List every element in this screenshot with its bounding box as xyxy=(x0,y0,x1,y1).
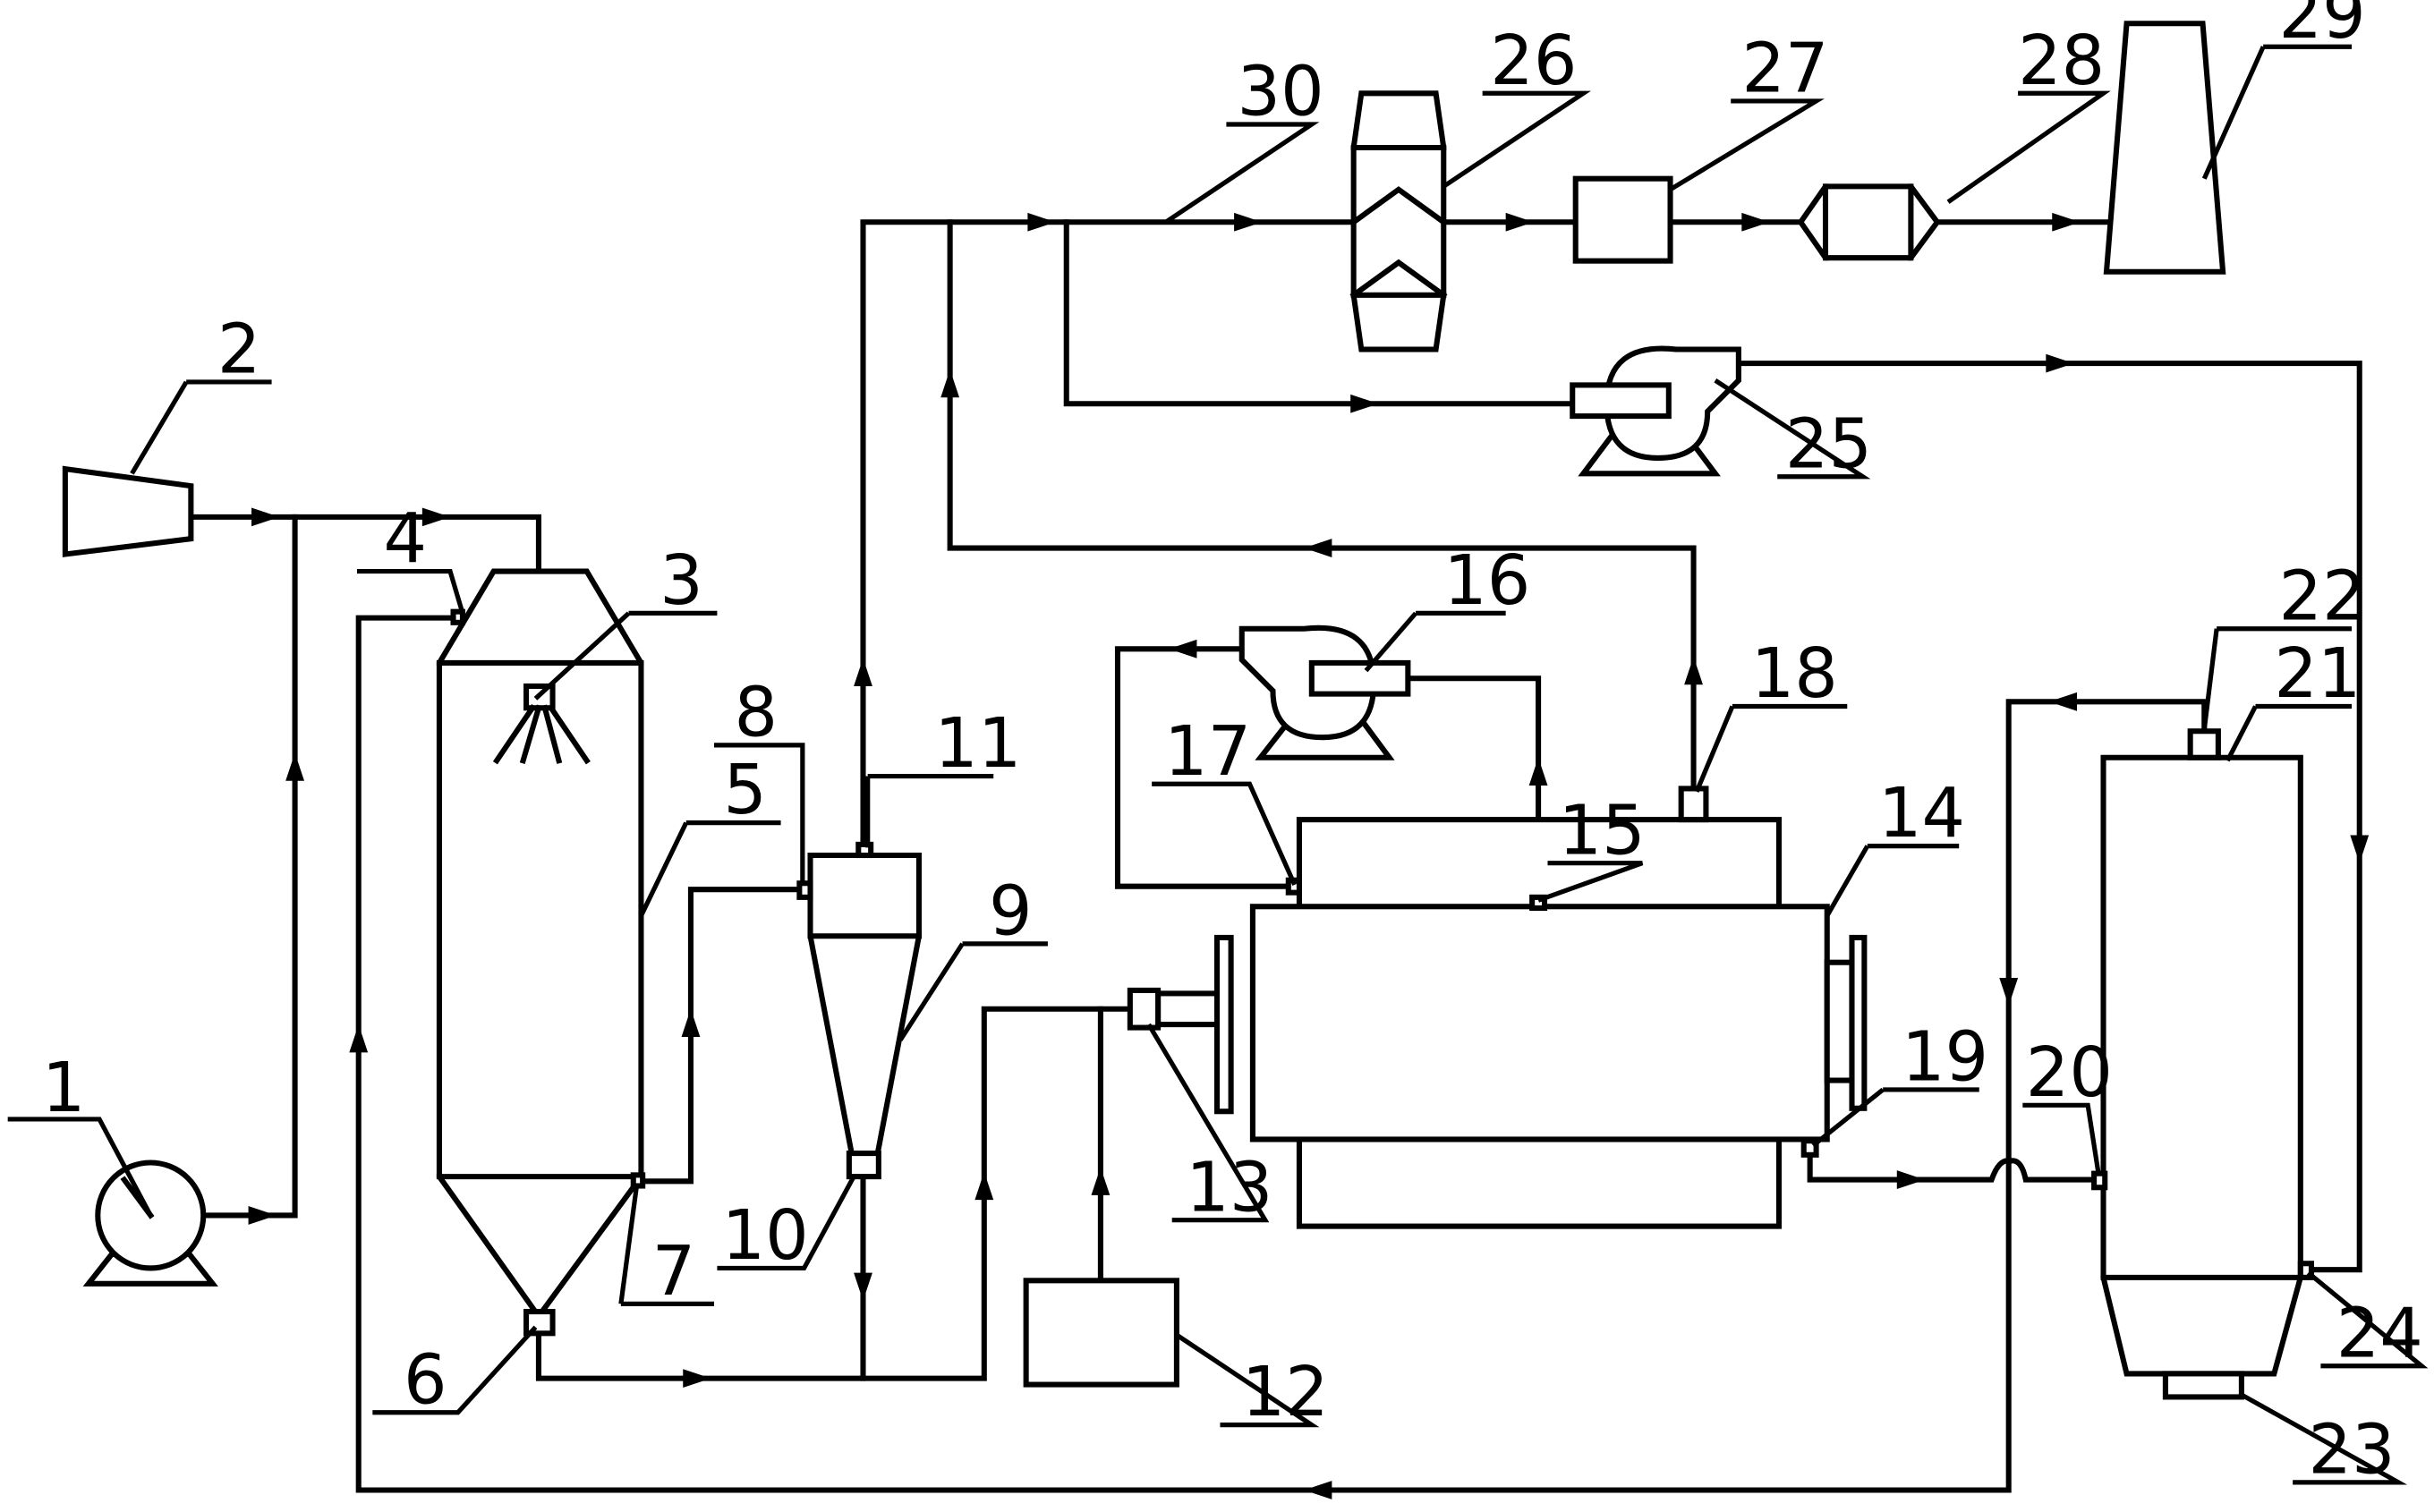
arrow xyxy=(1896,1170,1926,1189)
arrow xyxy=(1304,1481,1332,1499)
label-1: 1 xyxy=(42,1048,86,1127)
outlet-18 xyxy=(1678,786,1709,823)
label-20: 20 xyxy=(2026,1032,2113,1112)
pipe-branch-fan25 xyxy=(1063,219,1579,407)
spray-nozzle-3 xyxy=(492,683,591,765)
pipe-kiln-to-settler xyxy=(1807,1144,2098,1183)
label-26: 26 xyxy=(1490,21,1577,100)
flow-arrows xyxy=(248,212,2370,1499)
label-24: 24 xyxy=(2336,1293,2423,1372)
pump-1 xyxy=(82,1159,218,1287)
kiln-14 xyxy=(1249,786,1868,1229)
label-3: 3 xyxy=(660,540,703,620)
arrow xyxy=(1505,212,1534,232)
arrow xyxy=(854,658,872,686)
blower-2 xyxy=(62,465,194,557)
label-29: 29 xyxy=(2279,0,2366,54)
leader-lines xyxy=(7,44,2429,1485)
label-15: 15 xyxy=(1559,790,1646,870)
label-11: 11 xyxy=(934,703,1021,783)
label-5: 5 xyxy=(723,750,767,829)
filter-28 xyxy=(1797,183,1941,261)
chimney-29 xyxy=(2103,21,2226,275)
arrow xyxy=(285,752,304,781)
arrow xyxy=(1684,656,1703,685)
label-9: 9 xyxy=(989,871,1033,950)
label-12: 12 xyxy=(1242,1352,1329,1431)
arrow xyxy=(2052,212,2081,232)
pipe-dryer-to-cyclone xyxy=(636,887,804,1185)
arrow xyxy=(248,1206,277,1225)
port-7 xyxy=(630,1172,646,1189)
arrow xyxy=(854,1272,872,1301)
label-22: 22 xyxy=(2279,556,2366,635)
label-18: 18 xyxy=(1751,633,1838,713)
label-16: 16 xyxy=(1443,540,1530,620)
tank-12 xyxy=(1023,1278,1179,1388)
label-10: 10 xyxy=(722,1195,809,1275)
label-21: 21 xyxy=(2274,633,2361,713)
feeder-13 xyxy=(1127,934,1234,1115)
outlet-23 xyxy=(2162,1371,2244,1400)
arrow xyxy=(1304,539,1332,557)
pipe-recycle-loop xyxy=(355,615,2208,1493)
arrow xyxy=(940,370,960,398)
label-23: 23 xyxy=(2308,1409,2395,1489)
pipe-cyclone-up xyxy=(860,219,1354,849)
arrow xyxy=(1169,639,1197,658)
number-labels: 1 2 3 4 5 6 7 8 9 10 11 12 13 14 15 16 1… xyxy=(42,0,2423,1489)
cyclone-9 xyxy=(796,841,922,1180)
label-2: 2 xyxy=(217,310,261,389)
label-4: 4 xyxy=(383,498,427,578)
pipe-dryer-bottom xyxy=(535,1006,1136,1381)
label-19: 19 xyxy=(1902,1017,1988,1097)
arrow xyxy=(1528,757,1548,786)
label-30: 30 xyxy=(1238,52,1324,132)
arrow xyxy=(683,1369,711,1389)
label-7: 7 xyxy=(652,1231,696,1311)
arrow xyxy=(1741,212,1770,232)
pipe-pump-to-riser xyxy=(199,514,298,1219)
label-28: 28 xyxy=(2018,21,2105,100)
arrow xyxy=(251,507,280,527)
port-4 xyxy=(450,608,465,625)
arrow xyxy=(1350,394,1379,413)
arrow xyxy=(2350,835,2370,863)
label-13: 13 xyxy=(1186,1147,1272,1227)
scrubber-26 xyxy=(1349,90,1448,353)
label-6: 6 xyxy=(404,1339,447,1419)
label-25: 25 xyxy=(1785,403,1872,483)
label-27: 27 xyxy=(1741,29,1828,108)
arrow xyxy=(1027,212,1056,232)
arrow xyxy=(1234,212,1263,232)
label-14: 14 xyxy=(1878,773,1965,853)
outlet-22 xyxy=(2187,728,2221,760)
arrow xyxy=(421,507,451,527)
arrow xyxy=(1999,978,2019,1007)
arrow xyxy=(349,1024,369,1053)
arrow xyxy=(1091,1167,1111,1195)
spray-dryer-5 xyxy=(436,568,644,1321)
arrow xyxy=(2048,692,2078,711)
arrow xyxy=(2046,353,2074,373)
unit-27 xyxy=(1572,175,1673,264)
label-17: 17 xyxy=(1164,711,1251,791)
label-8: 8 xyxy=(735,672,779,752)
arrow xyxy=(974,1171,994,1201)
port-20 xyxy=(2091,1170,2108,1191)
fan-16 xyxy=(1238,624,1411,760)
fan-25 xyxy=(1570,345,1741,477)
arrow xyxy=(681,1008,701,1037)
settling-tank-21 xyxy=(2091,728,2314,1400)
